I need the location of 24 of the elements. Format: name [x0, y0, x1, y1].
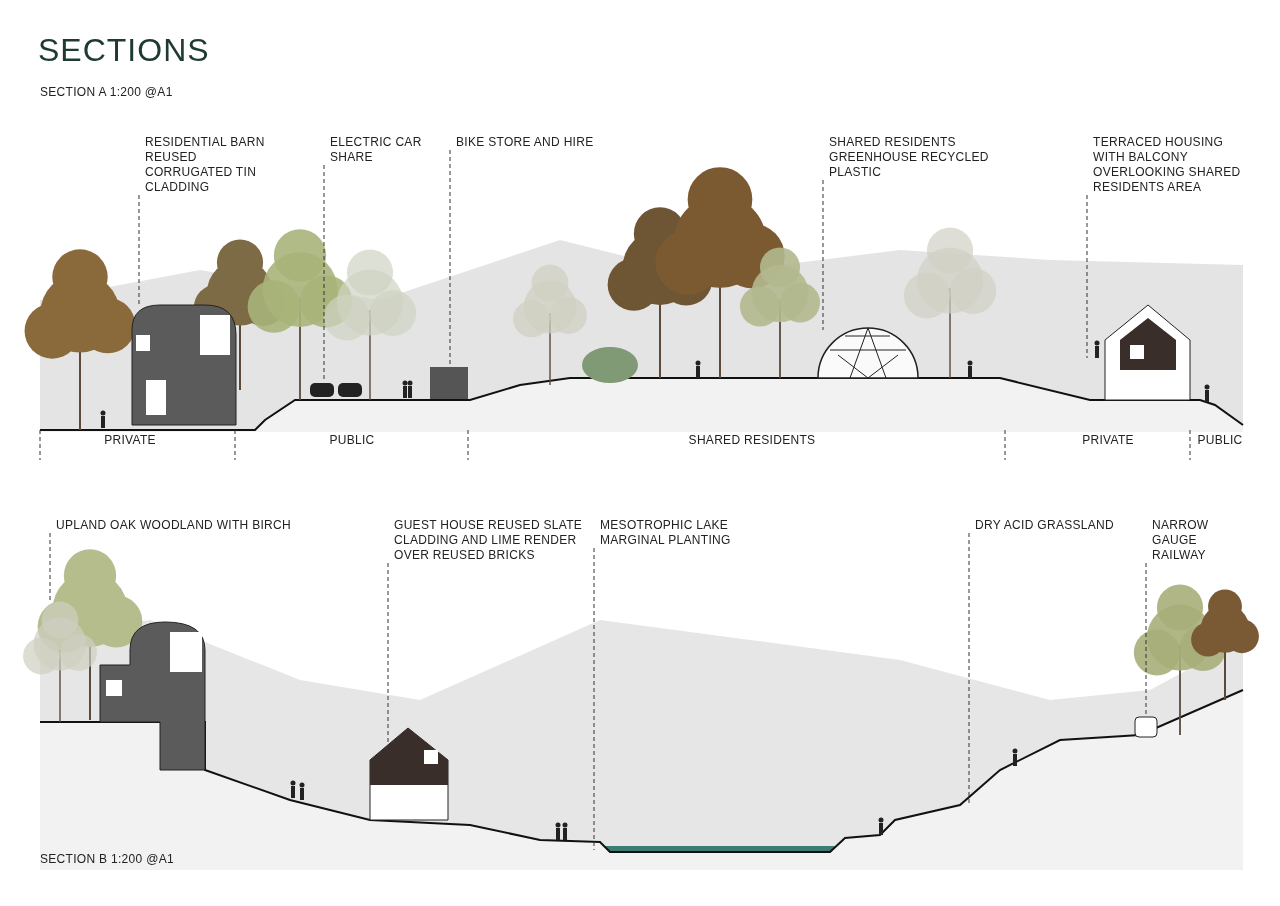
section-label: SECTION B 1:200 @A1: [40, 852, 174, 867]
section-label: SECTION A 1:200 @A1: [40, 85, 173, 100]
callout-text: ELECTRIC CAR SHARE: [323, 135, 423, 165]
callout-text: BIKE STORE AND HIRE: [449, 135, 599, 150]
callout-text: TERRACED HOUSING WITH BALCONY OVERLOOKING SHARED RESIDENTS AREA: [1086, 135, 1246, 195]
callout-text: RESIDENTIAL BARN REUSED CORRUGATED TIN CLADDING: [138, 135, 266, 195]
leader-line: [138, 194, 140, 306]
zone-label: PRIVATE: [1081, 433, 1135, 448]
zone-label: PUBLIC: [328, 433, 376, 448]
leader-line: [1145, 562, 1147, 717]
zone-label: SHARED RESIDENTS: [687, 433, 817, 448]
callout-text: SHARED RESIDENTS GREENHOUSE RECYCLED PLASTIC: [822, 135, 1042, 180]
leader-line: [323, 164, 325, 381]
leader-line: [822, 179, 824, 331]
leader-line: [1086, 194, 1088, 359]
callout-text: NARROW GAUGE RAILWAY: [1145, 518, 1245, 563]
callout-text: UPLAND OAK WOODLAND WITH BIRCH: [49, 518, 309, 533]
leader-line: [593, 547, 595, 851]
zone-label: PUBLIC: [1196, 433, 1244, 448]
page-title: SECTIONS: [38, 32, 210, 68]
zone-label: PRIVATE: [103, 433, 157, 448]
callout-text: DRY ACID GRASSLAND: [968, 518, 1148, 533]
leader-line: [49, 532, 51, 601]
leader-line: [968, 532, 970, 806]
